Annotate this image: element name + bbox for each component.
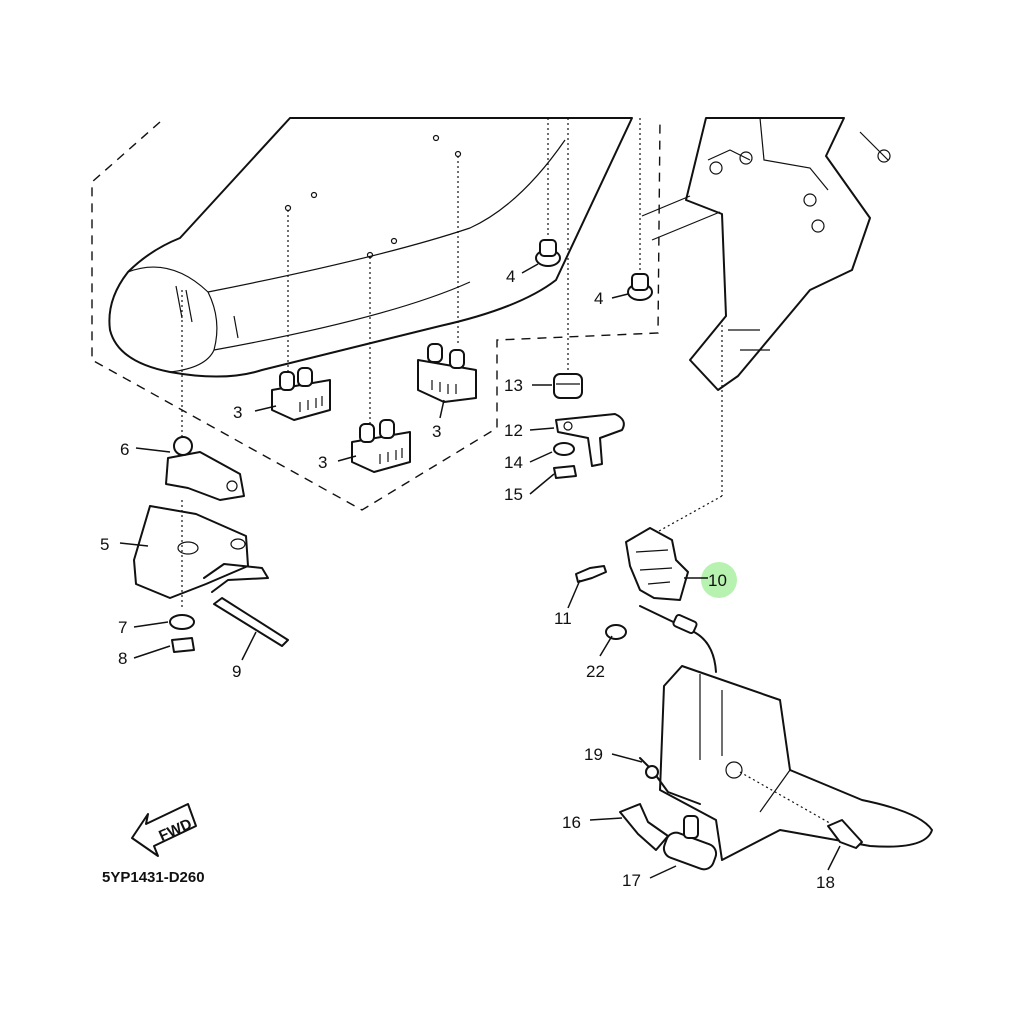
grommet-4-right[interactable] xyxy=(627,273,653,301)
bracket-5[interactable] xyxy=(133,505,269,599)
label-5[interactable]: 5 xyxy=(100,535,109,554)
label-11[interactable]: 11 xyxy=(554,609,572,628)
label-7[interactable]: 7 xyxy=(118,618,127,637)
highlight-marker xyxy=(701,562,737,598)
nut-8[interactable] xyxy=(171,637,195,653)
damper-3-left[interactable] xyxy=(271,367,331,421)
seat-group-outline xyxy=(91,119,661,511)
lever-16[interactable] xyxy=(619,803,669,851)
leader-lines xyxy=(119,263,841,879)
seat[interactable] xyxy=(108,117,633,378)
bolt-18[interactable] xyxy=(827,819,863,849)
label-18[interactable]: 18 xyxy=(816,873,835,892)
drawing-code: 5YP1431-D260 xyxy=(102,869,205,886)
label-16[interactable]: 16 xyxy=(562,813,581,832)
bolt-11[interactable] xyxy=(575,565,607,583)
label-3c[interactable]: 3 xyxy=(432,422,441,441)
damper-13[interactable] xyxy=(553,373,583,399)
washer-7[interactable] xyxy=(169,614,195,630)
rear-frame[interactable] xyxy=(641,117,891,391)
label-10[interactable]: 10 xyxy=(708,571,727,590)
grommet-4-left[interactable] xyxy=(535,239,561,267)
label-6[interactable]: 6 xyxy=(120,440,129,459)
nut-15[interactable] xyxy=(553,465,577,479)
seat-lock-10[interactable] xyxy=(625,527,689,601)
washer-14[interactable] xyxy=(553,442,575,456)
label-9[interactable]: 9 xyxy=(232,662,241,681)
label-4b[interactable]: 4 xyxy=(594,289,603,308)
label-13[interactable]: 13 xyxy=(504,376,523,395)
label-14[interactable]: 14 xyxy=(504,453,523,472)
label-15[interactable]: 15 xyxy=(504,485,523,504)
bracket-6[interactable] xyxy=(165,436,245,501)
fwd-arrow-icon: FWD xyxy=(131,803,197,857)
bracket-12[interactable] xyxy=(555,413,625,467)
label-12[interactable]: 12 xyxy=(504,421,523,440)
label-3a[interactable]: 3 xyxy=(233,403,242,422)
label-19[interactable]: 19 xyxy=(584,745,603,764)
grab-bracket[interactable] xyxy=(659,665,933,861)
label-8[interactable]: 8 xyxy=(118,649,127,668)
damper-3-right[interactable] xyxy=(417,343,477,403)
label-3b[interactable]: 3 xyxy=(318,453,327,472)
label-22[interactable]: 22 xyxy=(586,662,605,681)
pin-9[interactable] xyxy=(213,597,289,647)
label-17[interactable]: 17 xyxy=(622,871,641,890)
label-4a[interactable]: 4 xyxy=(506,267,515,286)
cable-19[interactable] xyxy=(639,757,701,805)
lock-cable[interactable] xyxy=(639,605,717,673)
lock-cylinder-17[interactable] xyxy=(661,815,719,872)
clip-22[interactable] xyxy=(605,624,627,640)
damper-3-middle[interactable] xyxy=(351,419,411,473)
